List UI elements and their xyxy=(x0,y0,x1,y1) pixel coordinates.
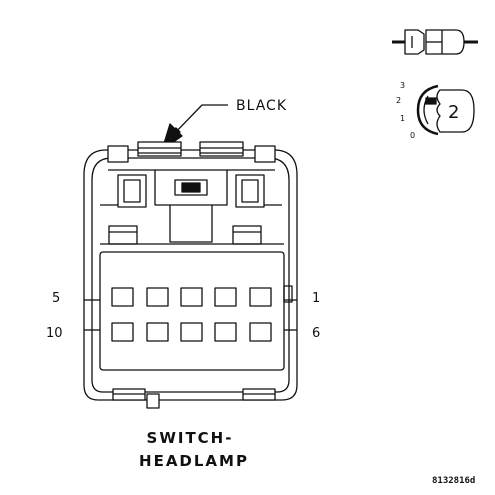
lock-position-icon xyxy=(416,84,475,136)
cavity-pin-6 xyxy=(249,322,272,342)
cavity-pin-1 xyxy=(249,287,272,307)
lock-scale-1: 1 xyxy=(400,114,405,123)
lock-scale-3: 3 xyxy=(400,81,405,90)
lock-position-number: 2 xyxy=(448,102,459,123)
connector-side-view-icon xyxy=(392,29,478,55)
bottom-tabs xyxy=(112,388,276,409)
lock-scale-0: 0 xyxy=(410,131,415,140)
pin-label-10: 10 xyxy=(46,326,63,341)
lock-scale-2: 2 xyxy=(396,96,401,105)
cavity-pin-4 xyxy=(146,287,169,307)
terminal-block xyxy=(84,251,297,371)
callout-label: BLACK xyxy=(236,98,287,114)
pin-label-5: 5 xyxy=(52,291,60,306)
cavity-pin-9 xyxy=(146,322,169,342)
side-ledges xyxy=(100,225,284,245)
title-line-2: HEADLAMP xyxy=(139,452,249,470)
cavity-pin-5 xyxy=(111,287,134,307)
cavity-pin-3 xyxy=(180,287,203,307)
cavity-pin-10 xyxy=(111,322,134,342)
cavity-pin-8 xyxy=(180,322,203,342)
reference-number: 8132816d xyxy=(432,476,475,486)
cavity-pin-2 xyxy=(214,287,237,307)
cavity-pin-7 xyxy=(214,322,237,342)
latch-tabs xyxy=(107,141,276,163)
terminal-cavities xyxy=(111,287,272,342)
connector-housing xyxy=(83,149,298,401)
title-line-1: SWITCH- xyxy=(147,429,234,447)
pin-label-1: 1 xyxy=(312,291,320,306)
pin-label-6: 6 xyxy=(312,326,320,341)
locking-area xyxy=(100,169,282,243)
